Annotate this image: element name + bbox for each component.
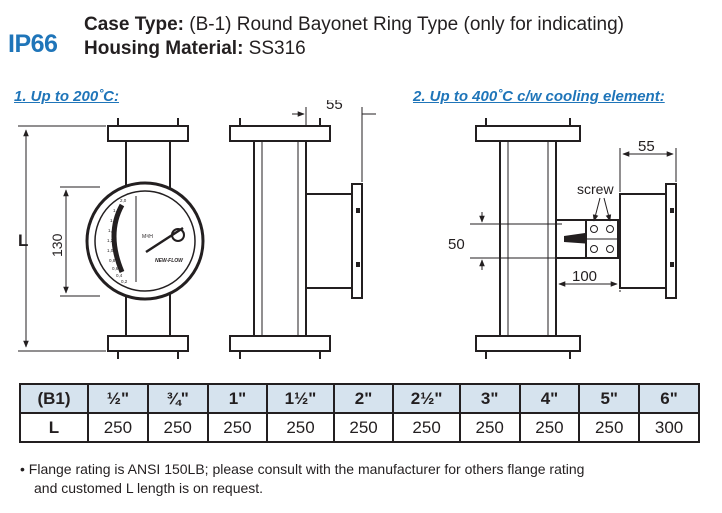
table-cell-length: 250 [578, 412, 641, 443]
dimension-130-label: 130 [49, 233, 65, 257]
table-row-lengths: L 250 250 250 250 250 250 250 250 250 30… [19, 412, 700, 443]
dimension-55-right [619, 148, 677, 192]
table-cell-length: 250 [392, 412, 461, 443]
gauge-scale-1-8: 1,8 [113, 208, 120, 213]
gauge-scale-1-6: 1,6 [110, 218, 117, 223]
gauge-scale-0-4: 0,4 [116, 273, 123, 278]
size-length-table: (B1) ½" ¾" 1" 1½" 2" 2½" 3" 4" 5" 6" L 2… [19, 383, 700, 443]
footnote-line-1: • Flange rating is ANSI 150LB; please co… [20, 461, 585, 477]
gauge-scale-0-6: 0,6 [112, 266, 119, 271]
screw-label: screw [577, 181, 614, 197]
gauge-scale-1-2: 1,2 [107, 238, 114, 243]
table-cell-size: 1" [206, 383, 269, 414]
table-cell-size: 4" [518, 383, 581, 414]
dimension-l [18, 125, 106, 352]
table-cell-size: 2" [332, 383, 395, 414]
table-cell-length: 300 [638, 412, 700, 443]
case-type-label: Case Type: [84, 14, 184, 35]
table-row-label: L [19, 412, 89, 443]
gauge-unit: M³/H [142, 234, 153, 240]
table-cell-size: 2½" [392, 383, 461, 414]
dimension-l-label: L [18, 231, 28, 250]
table-cell-size: 3" [458, 383, 521, 414]
gauge-scale-1-0: 1,0 [107, 248, 114, 253]
table-header-label: (B1) [19, 383, 89, 414]
header: IP66 Case Type: (B-1) Round Bayonet Ring… [8, 8, 718, 70]
dimension-50 [470, 212, 562, 270]
case-type-value: (B-1) Round Bayonet Ring Type (only for … [183, 14, 625, 35]
section-title-up-to-200: 1. Up to 200˚C: [14, 88, 120, 105]
table-cell-size: ½" [87, 383, 149, 414]
section-title-up-to-400: 2. Up to 400˚C c/w cooling element: [413, 88, 665, 105]
gauge-brand: NEW-FLOW [155, 258, 184, 264]
dimension-130 [60, 186, 100, 297]
gauge-scale: 2,0 1,8 1,6 1,4 1,2 1,0 0,8 0,6 0,4 0,2 … [107, 198, 184, 284]
dimension-55-left [292, 107, 376, 182]
gauge-scale-2-0: 2,0 [120, 198, 127, 203]
footnote: • Flange rating is ANSI 150LB; please co… [20, 460, 720, 498]
gauge-scale-0-8: 0,8 [109, 258, 116, 263]
footnote-line-2: and customed L length is on request. [34, 480, 264, 496]
table-cell-size: 6" [638, 383, 700, 414]
side-view-flowmeter [229, 118, 363, 359]
technical-drawing: 2,0 1,8 1,6 1,4 1,2 1,0 0,8 0,6 0,4 0,2 … [18, 100, 677, 359]
housing-material-value: SS316 [243, 38, 306, 59]
table-cell-length: 250 [332, 412, 395, 443]
table-cell-length: 250 [458, 412, 521, 443]
table-cell-size: ¾" [146, 383, 209, 414]
dimension-50-label: 50 [448, 236, 465, 253]
housing-material-label: Housing Material: [84, 38, 244, 59]
table-cell-length: 250 [266, 412, 335, 443]
screw-leaders [592, 197, 612, 222]
dimension-100-label: 100 [572, 268, 597, 285]
table-row-sizes: (B1) ½" ¾" 1" 1½" 2" 2½" 3" 4" 5" 6" [19, 383, 700, 414]
ip-rating-badge: IP66 [8, 30, 58, 58]
dimension-55-right-label: 55 [638, 138, 655, 155]
table-cell-length: 250 [518, 412, 581, 443]
table-cell-length: 250 [206, 412, 269, 443]
housing-material-line: Housing Material: SS316 [84, 38, 306, 60]
table-cell-length: 250 [146, 412, 209, 443]
table-cell-size: 1½" [266, 383, 335, 414]
cooling-element-view [475, 118, 677, 359]
dimension-55-left-label: 55 [326, 100, 343, 113]
dimension-100 [555, 260, 621, 292]
gauge-dial [85, 181, 205, 301]
gauge-scale-0-2: 0,2 [121, 279, 128, 284]
gauge-scale-1-4: 1,4 [108, 228, 115, 233]
case-type-line: Case Type: (B-1) Round Bayonet Ring Type… [84, 14, 624, 36]
table-cell-size: 5" [578, 383, 641, 414]
table-cell-length: 250 [87, 412, 149, 443]
